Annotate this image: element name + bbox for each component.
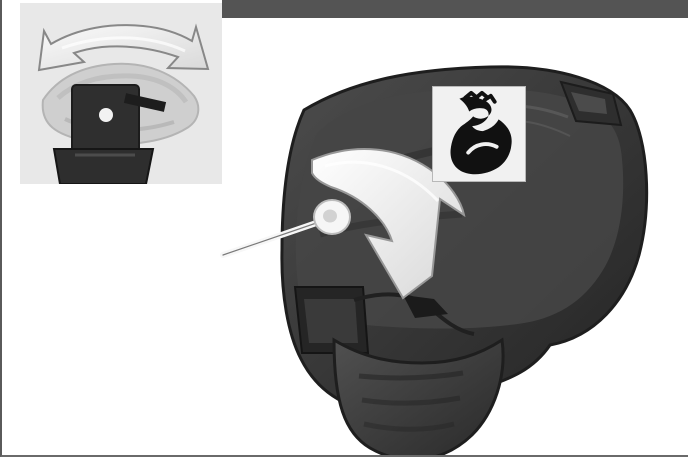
rotation-detail-inset xyxy=(20,3,222,184)
strength-badge xyxy=(432,86,526,182)
flexed-arm-icon xyxy=(433,87,525,181)
rotation-detail-illustration xyxy=(20,3,222,184)
